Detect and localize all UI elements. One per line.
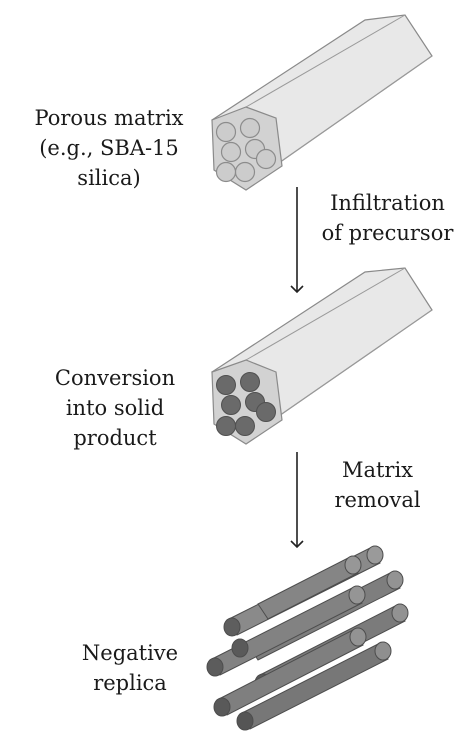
replica-rod	[257, 555, 362, 620]
step1-label: Infiltration of precursor	[305, 188, 470, 248]
stage1-label: Porous matrix (e.g., SBA-15 silica)	[14, 103, 204, 193]
stage1-line-2: (e.g., SBA-15	[39, 136, 179, 160]
porous-matrix-prism	[211, 14, 433, 191]
filled-matrix-prism	[211, 267, 433, 445]
step2-label: Matrix removal	[300, 455, 455, 515]
step2-line-1: Matrix	[341, 458, 414, 482]
replica-rod-bundle	[206, 545, 409, 731]
pore-array-empty	[215, 117, 277, 183]
step2-line-2: removal	[334, 488, 421, 512]
step1-line-1: Infiltration	[330, 191, 445, 215]
stage2-line-2: into solid	[65, 396, 165, 420]
step1-line-2: of precursor	[321, 221, 454, 245]
replica-rod	[206, 585, 366, 677]
stage3-line-1: Negative	[81, 641, 179, 665]
stage2-line-1: Conversion	[54, 366, 176, 390]
replica-rod	[236, 641, 392, 731]
stage3-label: Negative replica	[60, 638, 200, 698]
replica-rod	[213, 627, 367, 717]
pore-array-filled	[216, 372, 276, 436]
stage2-label: Conversion into solid product	[30, 363, 200, 453]
stage1-line-1: Porous matrix	[34, 106, 184, 130]
stage1-line-3: silica)	[77, 166, 141, 190]
stage3-line-2: replica	[93, 671, 167, 695]
stage2-line-3: product	[73, 426, 157, 450]
